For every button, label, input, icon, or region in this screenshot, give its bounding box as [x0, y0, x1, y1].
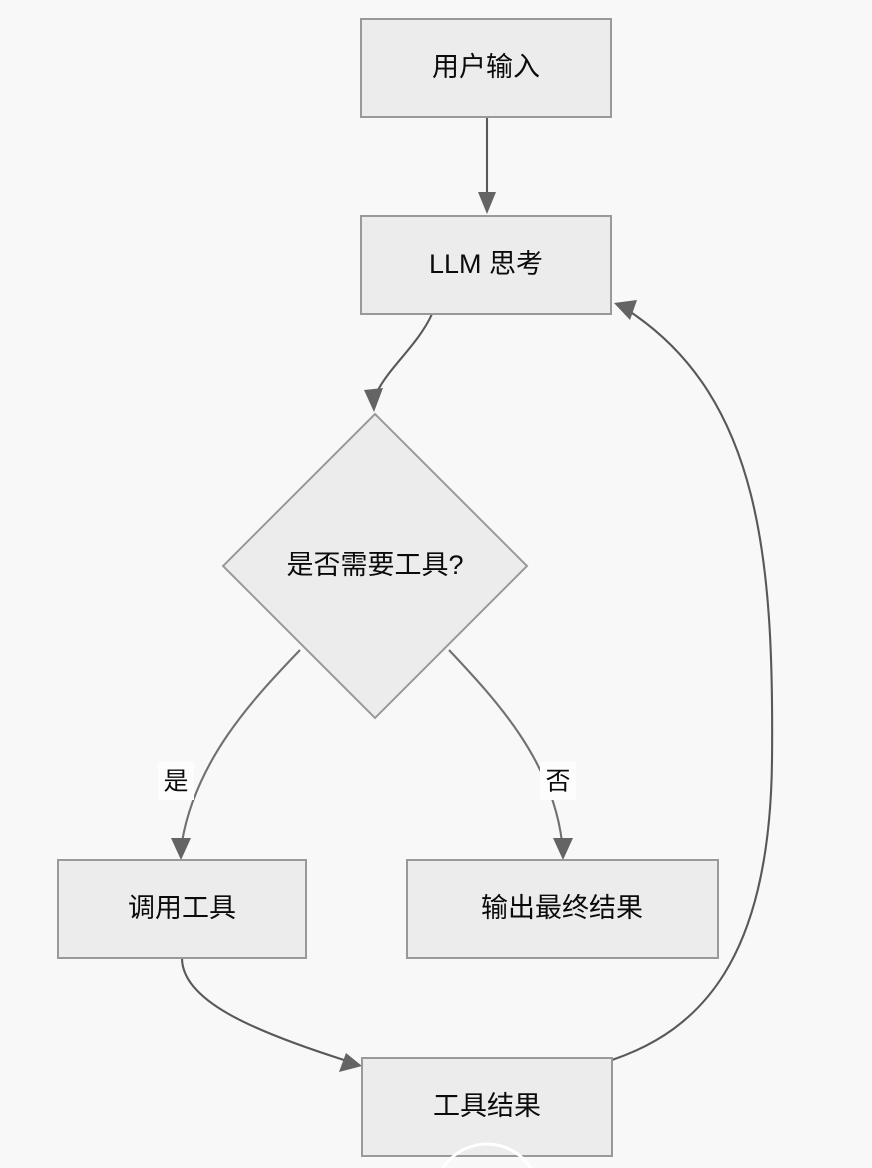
- edge-line: [375, 313, 433, 395]
- node-user-input[interactable]: 用户输入: [360, 18, 612, 118]
- arrowhead-icon: [478, 192, 496, 214]
- node-label-need-tool: 是否需要工具?: [286, 550, 463, 580]
- edge-line: [448, 649, 564, 843]
- node-llm-think[interactable]: LLM 思考: [360, 215, 612, 315]
- edge-user-input-to-llm: [478, 117, 496, 214]
- spinner-circle: [441, 1142, 533, 1168]
- arrowhead-icon: [614, 300, 637, 320]
- edge-llm-to-decision: [364, 313, 433, 412]
- node-label-user-input: 用户输入: [432, 52, 540, 82]
- node-box[interactable]: [360, 215, 612, 315]
- node-label-final-output: 输出最终结果: [481, 893, 643, 923]
- edge-label-yes: 是: [163, 768, 188, 796]
- edge-label-background: [158, 762, 194, 800]
- edge-line: [611, 312, 774, 1061]
- node-label-llm-think: LLM 思考: [429, 249, 543, 279]
- node-diamond[interactable]: [221, 412, 529, 720]
- node-box[interactable]: [57, 859, 307, 959]
- edge-tool-result-to-llm-feedback: [611, 300, 774, 1061]
- node-label-call-tool: 调用工具: [128, 893, 236, 923]
- edge-label-background: [540, 762, 576, 800]
- edge-decision-to-call-tool: 是: [158, 649, 301, 860]
- node-box[interactable]: [360, 18, 612, 118]
- arrowhead-icon: [364, 388, 383, 412]
- edge-line: [180, 957, 345, 1062]
- node-final-output[interactable]: 输出最终结果: [406, 859, 719, 959]
- arrowhead-icon: [339, 1053, 362, 1072]
- node-need-tool-decision[interactable]: 是否需要工具?: [221, 412, 529, 720]
- edge-call-tool-to-tool-result: [180, 957, 362, 1072]
- loading-spinner-icon: [441, 1142, 533, 1168]
- arrowhead-icon: [553, 838, 573, 860]
- edge-label-no: 否: [545, 768, 570, 796]
- node-box[interactable]: [406, 859, 719, 959]
- edge-decision-to-final-output: 否: [448, 649, 576, 860]
- arrowhead-icon: [171, 838, 191, 860]
- node-call-tool[interactable]: 调用工具: [57, 859, 307, 959]
- node-tool-result[interactable]: 工具结果: [361, 1057, 613, 1157]
- edge-line: [180, 649, 301, 843]
- node-label-tool-result: 工具结果: [433, 1091, 541, 1121]
- node-box[interactable]: [361, 1057, 613, 1157]
